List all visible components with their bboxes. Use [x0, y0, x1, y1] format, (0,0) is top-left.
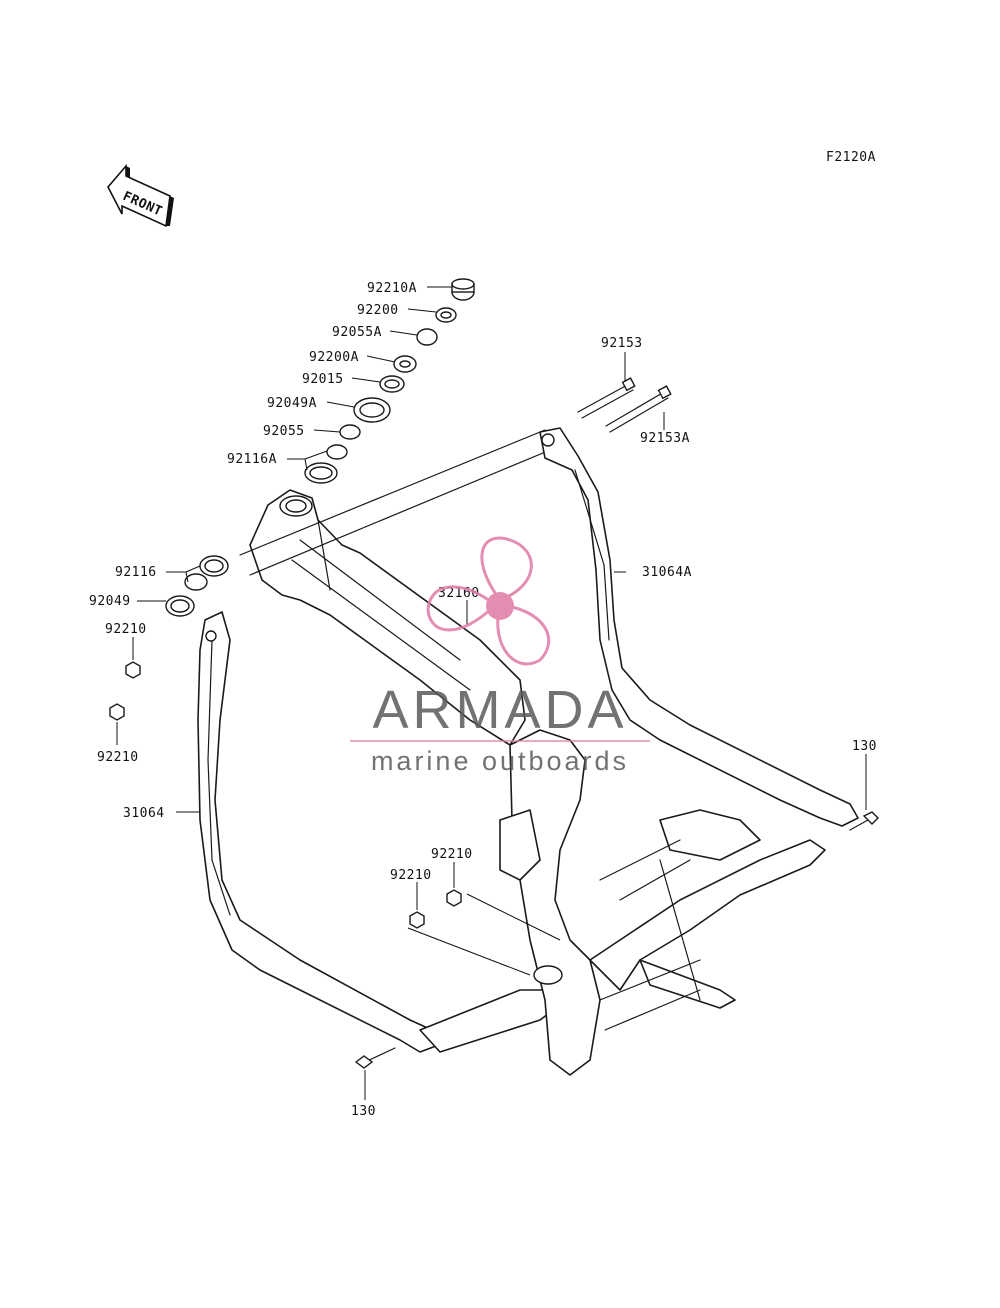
label-31064A: 31064A: [642, 565, 692, 580]
label-92153A: 92153A: [640, 431, 690, 446]
label-92015: 92015: [302, 372, 344, 387]
bolt-130-right: [849, 811, 879, 831]
part-labels: 92210A 92200 92055A 92200A 92015 92049A …: [89, 281, 877, 1119]
label-31064: 31064: [123, 806, 165, 821]
armada-watermark: ARMADA marine outboards: [350, 536, 650, 776]
nut-92210-b: [409, 911, 425, 929]
watermark-tagline: marine outboards: [371, 746, 629, 776]
label-130-bottom: 130: [351, 1104, 376, 1119]
label-92200: 92200: [357, 303, 399, 318]
bolt-130-bottom: [354, 1047, 396, 1069]
label-92210-mid2: 92210: [390, 868, 432, 883]
label-92210A: 92210A: [367, 281, 417, 296]
through-bolts: [577, 377, 672, 433]
label-130-right: 130: [852, 739, 877, 754]
front-arrow-icon: FRONT: [107, 163, 174, 228]
label-92055A: 92055A: [332, 325, 382, 340]
label-92210-left: 92210: [97, 750, 139, 765]
nut-92210-a: [446, 889, 462, 907]
label-92049A: 92049A: [267, 396, 317, 411]
steering-head-parts: [304, 278, 475, 484]
lower-bearing-parts: [109, 555, 229, 721]
main-frame: [197, 427, 859, 1076]
label-92153: 92153: [601, 336, 643, 351]
label-92210-top: 92210: [105, 622, 147, 637]
label-92116A: 92116A: [227, 452, 277, 467]
leader-lines: [116, 286, 867, 1100]
label-92116: 92116: [115, 565, 157, 580]
label-92049: 92049: [89, 594, 131, 609]
watermark-brand: ARMADA: [372, 680, 627, 740]
label-92055: 92055: [263, 424, 305, 439]
diagram-code: F2120A: [826, 150, 876, 165]
label-92210-mid1: 92210: [431, 847, 473, 862]
label-92200A: 92200A: [309, 350, 359, 365]
propeller-logo: [426, 536, 551, 666]
